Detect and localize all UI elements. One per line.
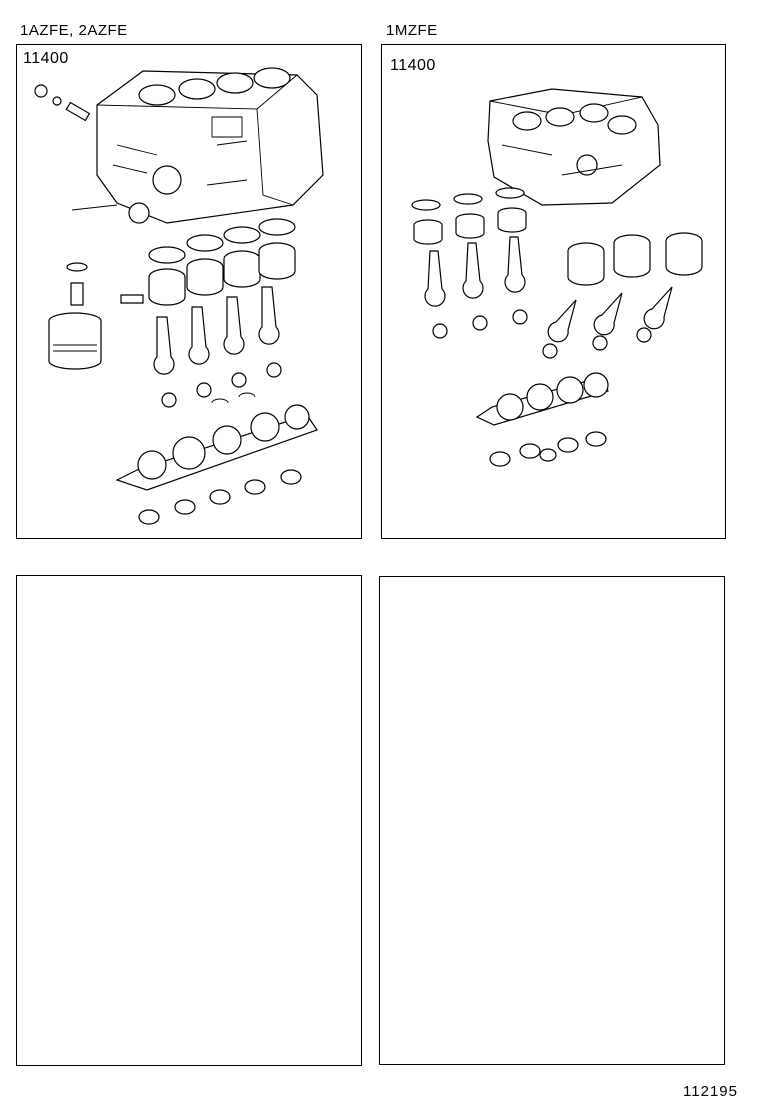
page-code: 112195 bbox=[683, 1083, 738, 1100]
crankshaft-drawing bbox=[117, 393, 317, 490]
diagram-panel-1azfe[interactable]: 11400 bbox=[16, 44, 362, 539]
oil-filter-drawing bbox=[49, 263, 101, 369]
short-block-illustration-1azfe bbox=[17, 45, 363, 540]
crankshaft-bearings-drawing bbox=[139, 470, 301, 524]
diagram-panel-1mzfe[interactable]: 11400 bbox=[381, 44, 726, 539]
engine-label-1azfe-2azfe: 1AZFE, 2AZFE bbox=[20, 22, 128, 39]
block-bolts-drawing bbox=[35, 85, 117, 210]
crankshaft-drawing bbox=[477, 373, 608, 425]
short-block-illustration-1mzfe bbox=[382, 45, 727, 540]
cylinder-block-drawing bbox=[97, 68, 323, 223]
engine-label-1mzfe: 1MZFE bbox=[386, 22, 438, 39]
diagram-panel-empty-left[interactable] bbox=[16, 575, 362, 1066]
piston-ring-set-drawing bbox=[121, 219, 295, 305]
part-number-label: 11400 bbox=[390, 57, 436, 74]
connecting-rods-drawing bbox=[425, 237, 672, 358]
piston-ring-set-drawing bbox=[412, 188, 702, 285]
crankshaft-bearings-drawing bbox=[490, 432, 606, 466]
connecting-rods-drawing bbox=[154, 287, 281, 407]
part-number-label: 11400 bbox=[23, 50, 69, 67]
diagram-panel-empty-right[interactable] bbox=[379, 576, 725, 1065]
cylinder-block-drawing bbox=[488, 89, 660, 205]
